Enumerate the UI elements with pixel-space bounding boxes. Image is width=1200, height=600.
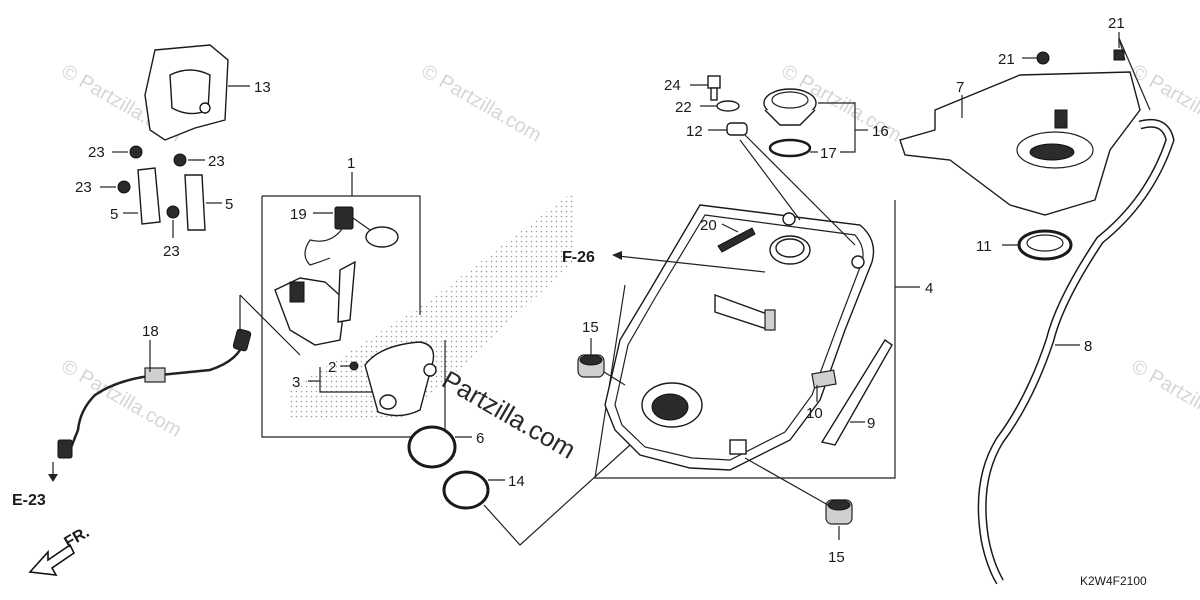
part-19-fuel-sender [304, 206, 399, 266]
part-22-washer [700, 100, 740, 112]
ref-f26: F-26 [562, 249, 595, 266]
part-6-ring [407, 425, 472, 469]
part-13-cover [144, 44, 250, 141]
watermark-text: © Partzilla.com [58, 355, 186, 441]
part-16-cap [763, 88, 868, 153]
callout-14: 14 [508, 473, 525, 490]
callout-13: 13 [254, 79, 271, 96]
callout-18: 18 [142, 323, 159, 340]
callout-10: 10 [806, 405, 823, 422]
stipple-shadow [290, 190, 575, 420]
callout-16: 16 [872, 123, 889, 140]
callout-12: 12 [686, 123, 703, 140]
watermark-text: © Partzilla.com [418, 60, 546, 146]
part-7-tray [899, 71, 1141, 216]
callout-6: 6 [476, 430, 484, 447]
front-direction-arrow [28, 543, 76, 576]
callout-24: 24 [664, 77, 681, 94]
callout-5a: 5 [110, 206, 118, 223]
ref-e23: E-23 [12, 492, 46, 509]
part-21-bolts [1022, 32, 1151, 111]
callout-20: 20 [700, 217, 717, 234]
callout-3: 3 [292, 374, 300, 391]
part-8-hose [977, 118, 1175, 585]
fuel-tank [604, 204, 875, 471]
part-10-pad [811, 369, 837, 402]
part-14-ring [442, 444, 631, 546]
callout-11: 11 [976, 238, 992, 255]
part-2-screw [349, 361, 359, 371]
callout-8: 8 [1084, 338, 1092, 355]
part-3-plate [308, 341, 437, 417]
callout-15a: 15 [582, 319, 599, 336]
callout-7: 7 [956, 79, 964, 96]
part-18-harness [57, 295, 252, 459]
part-12-collar [708, 122, 856, 246]
part-24-bolt [690, 75, 721, 101]
e23-reference [48, 462, 58, 482]
part-9-strip [820, 338, 893, 446]
f26-reference [612, 251, 766, 273]
part-15-grommet-b [744, 457, 853, 540]
callout-2: 2 [328, 359, 336, 376]
callout-15b: 15 [828, 549, 845, 566]
callout-19: 19 [290, 206, 307, 223]
diagram-code: K2W4F2100 [1080, 574, 1147, 588]
callout-9: 9 [867, 415, 875, 432]
nut-23-group [100, 145, 205, 238]
callout-21a: 21 [998, 51, 1015, 68]
callout-17: 17 [820, 145, 837, 162]
callout-23b: 23 [208, 153, 225, 170]
watermark-center: Partzilla.com [437, 364, 581, 464]
part-17-gasket [768, 138, 818, 158]
callout-23c: 23 [75, 179, 92, 196]
part-20-strip [717, 223, 756, 253]
watermark-text: © Partzilla.com [1128, 355, 1200, 441]
callout-23d: 23 [163, 243, 180, 260]
callout-23a: 23 [88, 144, 105, 161]
fuel-pump [239, 260, 356, 356]
callout-4: 4 [925, 280, 933, 297]
callout-21b: 21 [1108, 15, 1125, 32]
callout-1: 1 [347, 155, 355, 172]
part-15-grommet-a [577, 338, 626, 386]
part-11-seal [1002, 229, 1073, 261]
part-5-brackets [123, 167, 222, 231]
callout-22: 22 [675, 99, 692, 116]
callout-5b: 5 [225, 196, 233, 213]
